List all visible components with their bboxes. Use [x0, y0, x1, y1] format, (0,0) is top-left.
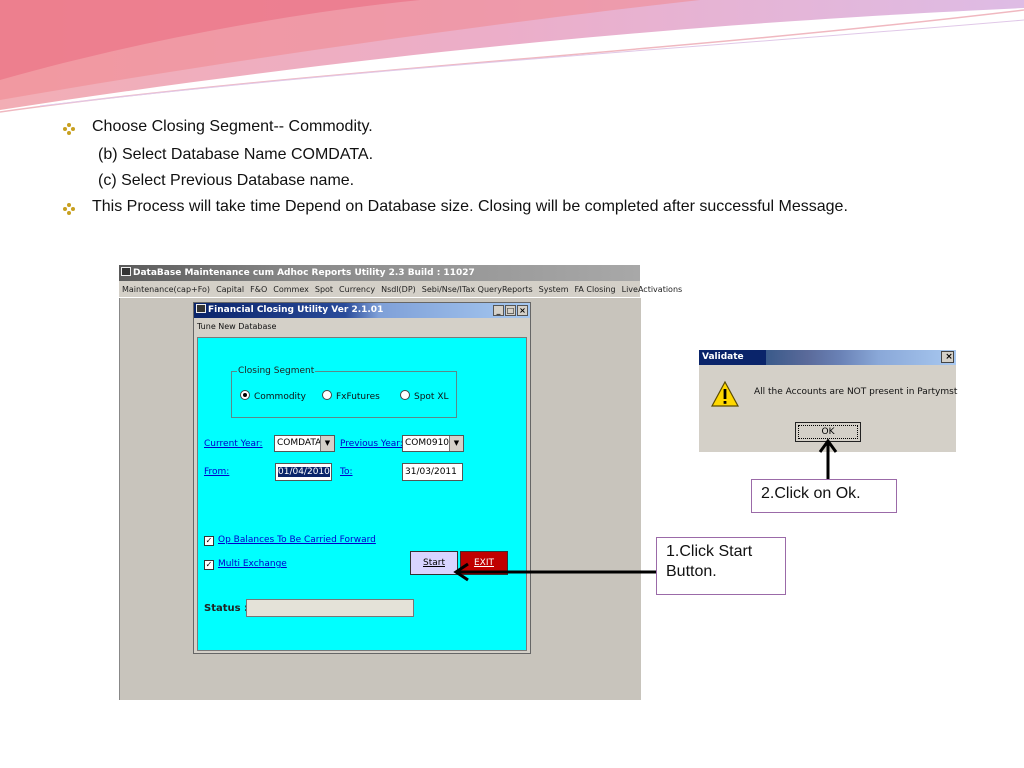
menu-system[interactable]: System [538, 285, 569, 294]
app-menubar: Maintenance(cap+Fo) Capital F&O Commex Spot C… [119, 282, 682, 298]
checkbox-checked: ✓ [204, 560, 214, 570]
window-icon [121, 267, 131, 276]
warning-icon [710, 380, 740, 407]
close-icon[interactable]: × [517, 305, 528, 316]
start-button[interactable]: Start [410, 551, 458, 575]
from-date-input[interactable]: 01/04/2010 [275, 463, 332, 481]
menu-capital[interactable]: Capital [216, 285, 245, 294]
current-year-value: COMDATA [277, 438, 322, 448]
bullet-line: (b) Select Database Name COMDATA. [98, 146, 374, 163]
radio-label: FxFutures [336, 392, 380, 402]
callout-text: Button. [666, 563, 717, 580]
multi-exchange-checkbox[interactable]: ✓ Multi Exchange [204, 559, 287, 570]
app-title: DataBase Maintenance cum Adhoc Reports U… [133, 268, 475, 278]
multi-exchange-label: Multi Exchange [218, 559, 287, 569]
op-balances-label: Op Balances To Be Carried Forward [218, 535, 376, 545]
to-date-value: 31/03/2011 [405, 467, 457, 477]
bullet-diamond-icon [63, 203, 75, 215]
radio-fxfutures[interactable]: FxFutures [322, 390, 380, 402]
radio-label: Commodity [254, 392, 306, 402]
header-swoosh [0, 0, 1024, 113]
menu-currency[interactable]: Currency [339, 285, 376, 294]
callout-text: 1.Click Start [666, 543, 753, 560]
previous-year-label: Previous Year: [340, 439, 403, 449]
dropdown-arrow-icon[interactable]: ▼ [449, 436, 463, 451]
radio-label: Spot XL [414, 392, 449, 402]
ok-button[interactable]: OK [795, 422, 861, 442]
menu-nsdl[interactable]: Nsdl(DP) [381, 285, 416, 294]
menu-tune-new-database[interactable]: Tune New Database [197, 322, 277, 331]
previous-year-select[interactable]: COM0910 ▼ [402, 435, 464, 452]
app-titlebar: DataBase Maintenance cum Adhoc Reports U… [119, 265, 640, 281]
status-field [246, 599, 414, 617]
to-label: To: [340, 467, 353, 477]
dialog-title: Financial Closing Utility Ver 2.1.01 [208, 305, 384, 315]
menu-commex[interactable]: Commex [273, 285, 309, 294]
radio-commodity[interactable]: Commodity [240, 390, 306, 402]
bullet-diamond-icon [63, 123, 75, 135]
closing-segment-label: Closing Segment [237, 366, 316, 376]
from-date-value: 01/04/2010 [278, 467, 330, 477]
menu-maintenance[interactable]: Maintenance(cap+Fo) [122, 285, 211, 294]
menu-spot[interactable]: Spot [314, 285, 334, 294]
bullet-line: This Process will take time Depend on Da… [92, 198, 848, 215]
bullet-line: (c) Select Previous Database name. [98, 172, 355, 189]
financial-closing-dialog: Financial Closing Utility Ver 2.1.01 _□×… [193, 302, 531, 654]
validate-titlebar: Validate × [699, 350, 956, 365]
current-year-label: Current Year: [204, 439, 263, 449]
exit-button[interactable]: EXIT [460, 551, 508, 575]
callout-text: 2.Click on Ok. [761, 485, 861, 502]
from-label: From: [204, 467, 230, 477]
callout-click-start: 1.Click Start Button. [656, 537, 786, 595]
validate-message: All the Accounts are NOT present in Part… [754, 387, 958, 397]
radio-spot-xl[interactable]: Spot XL [400, 390, 449, 402]
status-label: Status : [204, 603, 249, 614]
minimize-icon[interactable]: _ [493, 305, 504, 316]
menu-fa-closing[interactable]: FA Closing [574, 285, 616, 294]
window-buttons: _□× [492, 304, 528, 319]
close-icon[interactable]: × [941, 351, 954, 363]
current-year-select[interactable]: COMDATA ▼ [274, 435, 335, 452]
op-balances-checkbox[interactable]: ✓ Op Balances To Be Carried Forward [204, 535, 376, 546]
validate-dialog: Validate × All the Accounts are NOT pres… [699, 350, 958, 452]
radio-indicator [322, 390, 332, 400]
menu-sebi[interactable]: Sebi/Nse/ITax Query [421, 285, 502, 294]
dialog-titlebar: Financial Closing Utility Ver 2.1.01 _□× [194, 303, 530, 318]
bullet-mark [62, 202, 76, 216]
callout-click-ok: 2.Click on Ok. [751, 479, 897, 513]
dropdown-arrow-icon[interactable]: ▼ [320, 436, 334, 451]
radio-indicator [400, 390, 410, 400]
maximize-icon[interactable]: □ [505, 305, 516, 316]
bullet-mark [62, 122, 76, 136]
previous-year-value: COM0910 [405, 438, 450, 448]
window-icon [196, 304, 206, 313]
radio-indicator [240, 390, 250, 400]
menu-live-activations[interactable]: LiveActivations [621, 285, 683, 294]
menu-fno[interactable]: F&O [250, 285, 268, 294]
bullet-line: Choose Closing Segment-- Commodity. [92, 118, 373, 135]
to-date-input[interactable]: 31/03/2011 [402, 463, 463, 481]
menu-reports[interactable]: Reports [501, 285, 533, 294]
checkbox-checked: ✓ [204, 536, 214, 546]
validate-title: Validate [702, 352, 744, 362]
closing-segment-group: Closing Segment Commodity FxFutures Spot… [231, 366, 457, 418]
dialog-body: Closing Segment Commodity FxFutures Spot… [197, 337, 527, 651]
